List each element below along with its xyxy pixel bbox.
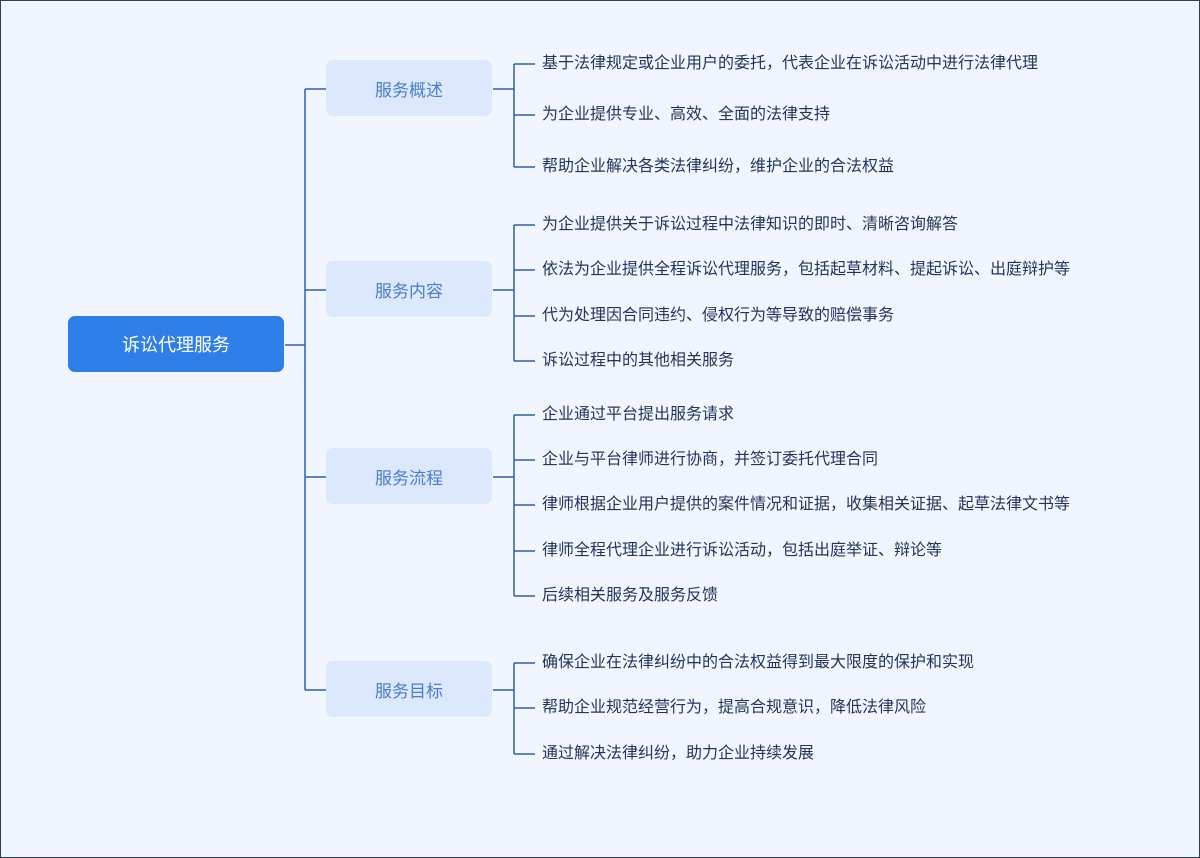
branch-node-content[interactable]: 服务内容 — [326, 261, 492, 317]
leaf-content-3: 代为处理因合同违约、侵权行为等导致的赔偿事务 — [542, 305, 895, 324]
leaf-process-2: 企业与平台律师进行协商，并签订委托代理合同 — [542, 449, 879, 468]
leaf-process-4: 律师全程代理企业进行诉讼活动，包括出庭举证、辩论等 — [542, 540, 943, 559]
leaf-content-4: 诉讼过程中的其他相关服务 — [542, 350, 735, 369]
leaf-process-1: 企业通过平台提出服务请求 — [542, 404, 735, 423]
leaf-process-5: 后续相关服务及服务反馈 — [542, 585, 719, 604]
leaf-goals-2: 帮助企业规范经营行为，提高合规意识，降低法律风险 — [542, 697, 927, 716]
branch-node-overview[interactable]: 服务概述 — [326, 60, 492, 116]
leaf-overview-1: 基于法律规定或企业用户的委托，代表企业在诉讼活动中进行法律代理 — [542, 53, 1039, 72]
branch-node-goals[interactable]: 服务目标 — [326, 661, 492, 717]
leaf-process-3: 律师根据企业用户提供的案件情况和证据，收集相关证据、起草法律文书等 — [542, 494, 1071, 513]
leaf-overview-2: 为企业提供专业、高效、全面的法律支持 — [542, 104, 831, 123]
leaf-content-1: 为企业提供关于诉讼过程中法律知识的即时、清晰咨询解答 — [542, 214, 959, 233]
branch-node-process[interactable]: 服务流程 — [326, 448, 492, 504]
leaf-goals-1: 确保企业在法律纠纷中的合法权益得到最大限度的保护和实现 — [542, 652, 975, 671]
leaf-overview-3: 帮助企业解决各类法律纠纷，维护企业的合法权益 — [542, 156, 895, 175]
root-node[interactable]: 诉讼代理服务 — [68, 316, 284, 372]
leaf-content-2: 依法为企业提供全程诉讼代理服务，包括起草材料、提起诉讼、出庭辩护等 — [542, 259, 1071, 278]
leaf-goals-3: 通过解决法律纠纷，助力企业持续发展 — [542, 743, 815, 762]
